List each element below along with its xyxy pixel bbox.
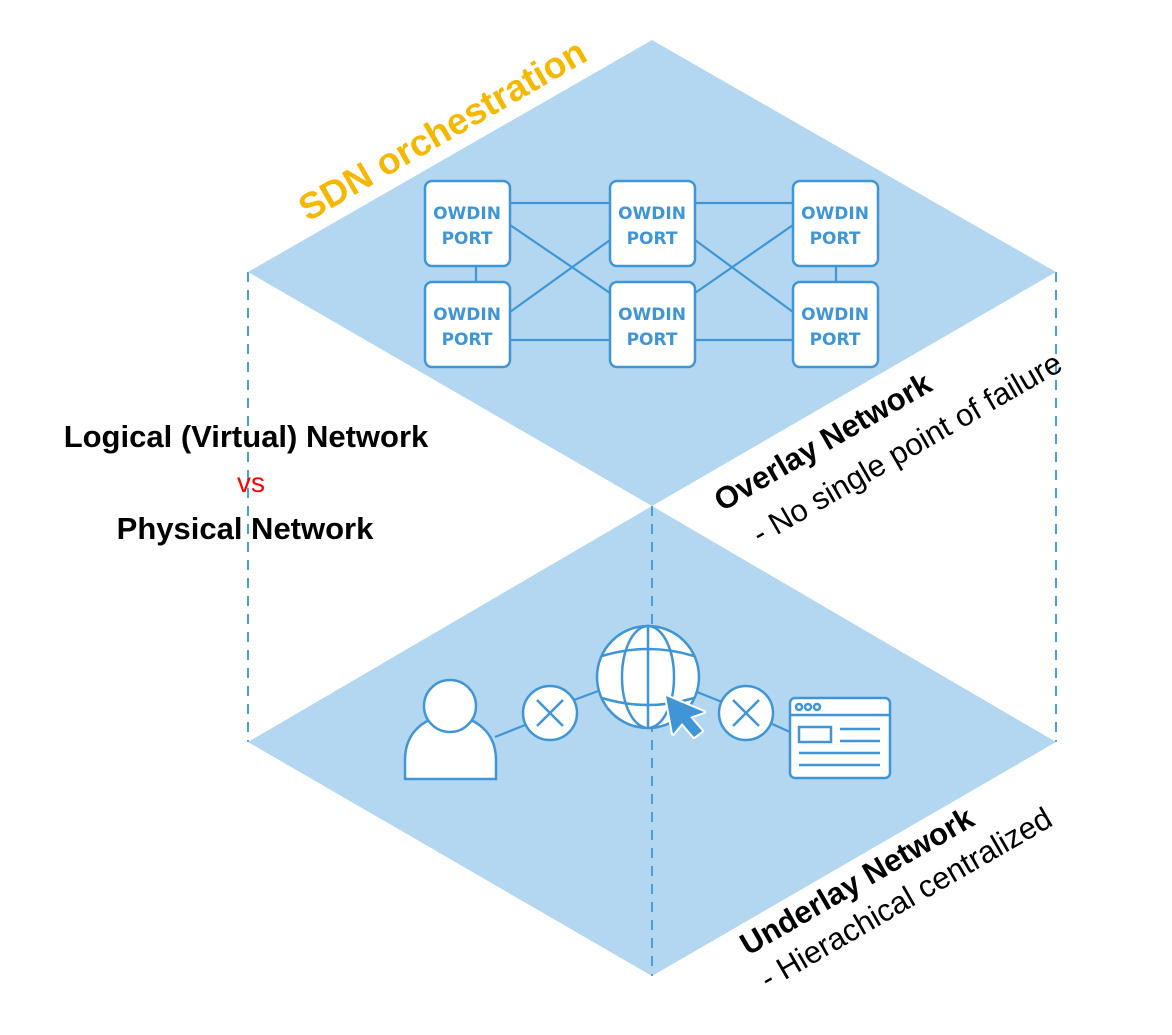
browser-window-icon [788, 696, 892, 780]
port-node: OWDIN PORT [608, 280, 697, 369]
port-label-line2: PORT [442, 229, 493, 249]
port-label-line2: PORT [627, 330, 678, 350]
port-label-line1: OWDIN [618, 204, 686, 224]
vs-label: vs [237, 467, 265, 498]
link [573, 688, 602, 702]
port-label-line1: OWDIN [801, 204, 869, 224]
cursor-icon [664, 694, 706, 739]
link [509, 224, 611, 294]
link [769, 721, 791, 734]
overlay-links [474, 201, 838, 342]
port-node: OWDIN PORT [423, 179, 512, 268]
logical-network-title: Logical (Virtual) Network [64, 419, 429, 454]
port-label-line1: OWDIN [801, 305, 869, 325]
port-node: OWDIN PORT [608, 179, 697, 268]
port-label-line2: PORT [810, 330, 861, 350]
link [494, 723, 526, 739]
link [694, 224, 794, 294]
close-circle-icon [521, 684, 579, 742]
port-node: OWDIN PORT [423, 280, 512, 369]
link [509, 239, 611, 313]
link [696, 690, 723, 704]
port-label-line1: OWDIN [618, 305, 686, 325]
close-circle-icon [717, 684, 775, 742]
port-label-line2: PORT [810, 229, 861, 249]
port-node: OWDIN PORT [791, 179, 880, 268]
port-node: OWDIN PORT [791, 280, 880, 369]
port-label-line2: PORT [627, 229, 678, 249]
link [694, 239, 794, 313]
user-icon [403, 678, 498, 781]
port-label-line2: PORT [442, 330, 493, 350]
overlay-plane [248, 40, 1056, 506]
physical-network-title: Physical Network [117, 511, 374, 546]
port-label-line1: OWDIN [433, 305, 501, 325]
port-label-line1: OWDIN [433, 204, 501, 224]
